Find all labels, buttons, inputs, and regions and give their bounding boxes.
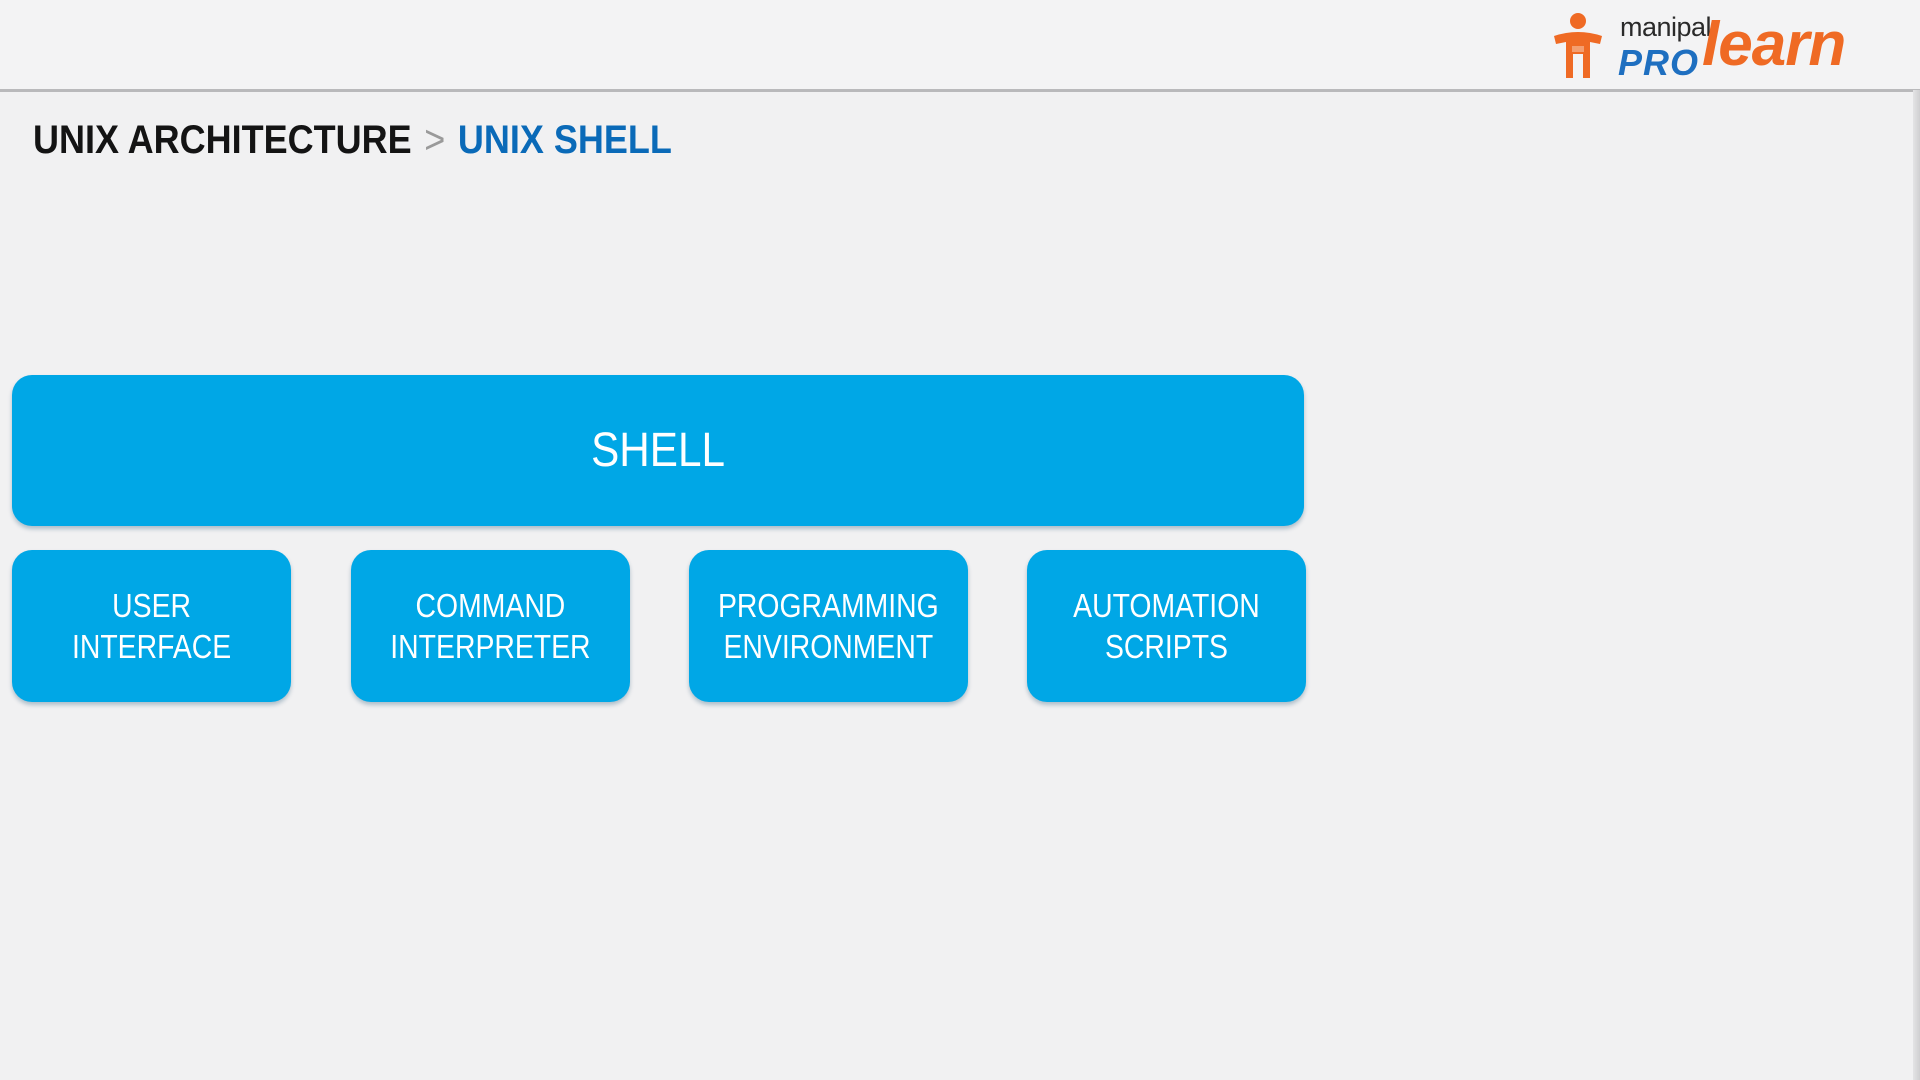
- header-divider: [0, 89, 1920, 92]
- programming-environment-box: PROGRAMMING ENVIRONMENT: [689, 550, 968, 702]
- command-interpreter-box: COMMAND INTERPRETER: [351, 550, 630, 702]
- automation-scripts-box: AUTOMATION SCRIPTS: [1027, 550, 1306, 702]
- shell-box-label: SHELL: [591, 424, 725, 477]
- shell-box: SHELL: [12, 375, 1304, 526]
- breadcrumb-current: UNIX SHELL: [457, 117, 672, 162]
- programming-environment-label: PROGRAMMING ENVIRONMENT: [718, 587, 939, 665]
- breadcrumb: UNIX ARCHITECTURE > UNIX SHELL: [33, 114, 672, 166]
- user-interface-label: USER INTERFACE: [71, 587, 232, 665]
- logo-pro-text: PRO: [1618, 42, 1700, 83]
- logo-manipal-text: manipal: [1620, 12, 1712, 42]
- logo-learn-text: learn: [1702, 10, 1846, 79]
- user-interface-box: USER INTERFACE: [12, 550, 291, 702]
- breadcrumb-parent: UNIX ARCHITECTURE: [33, 117, 412, 162]
- teacher-figure-icon: [1554, 13, 1602, 78]
- automation-scripts-label: AUTOMATION SCRIPTS: [1073, 587, 1260, 665]
- top-bar: [0, 0, 1920, 90]
- command-interpreter-label: COMMAND INTERPRETER: [390, 587, 591, 665]
- right-edge-shadow: [1913, 90, 1920, 1080]
- breadcrumb-separator: >: [424, 117, 446, 162]
- manipal-prolearn-logo: manipal PRO learn: [1548, 10, 1893, 83]
